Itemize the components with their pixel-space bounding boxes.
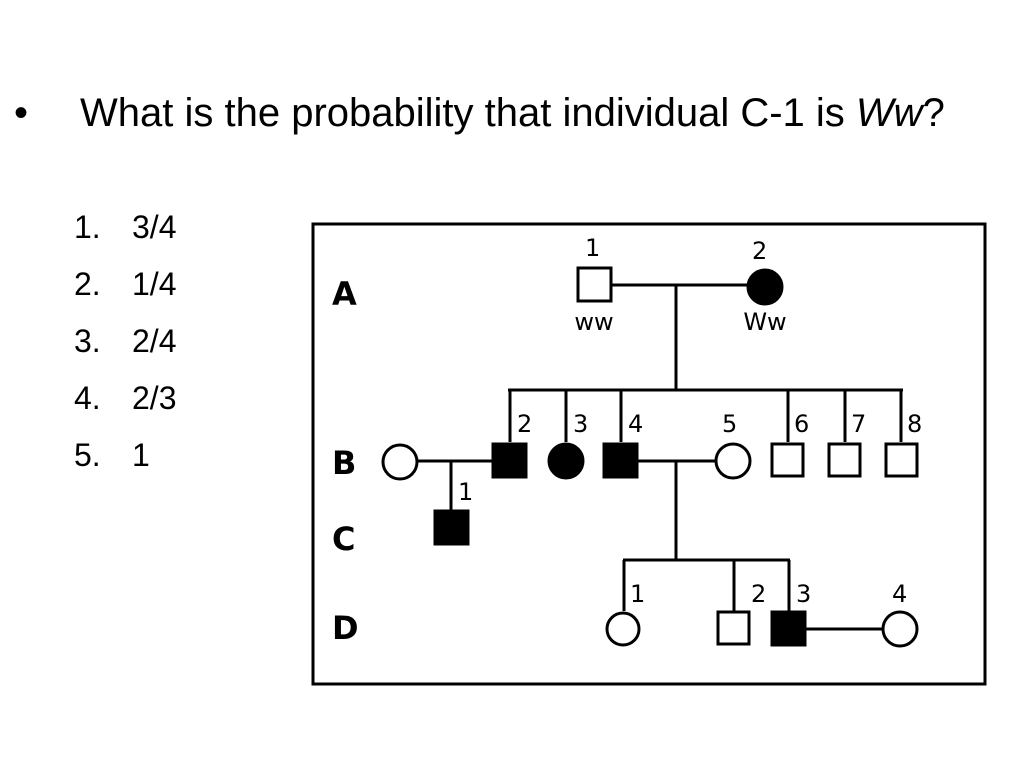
individual-d1 xyxy=(605,611,641,647)
option-text: 1/4 xyxy=(132,266,177,302)
answer-options: 1.3/4 2.1/4 3.2/4 4.2/3 5.1 xyxy=(74,205,176,490)
question-text: What is the probability that individual … xyxy=(80,86,960,140)
individual-number-a2: 2 xyxy=(752,237,767,265)
individual-number-b3: 3 xyxy=(573,410,588,438)
individual-b5 xyxy=(714,442,752,480)
individual-number-b4: 4 xyxy=(628,410,643,438)
individual-b2 xyxy=(491,442,528,479)
individual-d4 xyxy=(881,610,919,648)
option-number: 3. xyxy=(74,323,101,359)
individual-b3 xyxy=(547,442,585,480)
individual-c1 xyxy=(433,509,470,546)
bullet-marker: • xyxy=(14,91,29,135)
pedigree-frame xyxy=(311,222,987,686)
option-number: 1. xyxy=(74,209,101,245)
individual-a1 xyxy=(576,266,613,303)
individual-number-d2: 2 xyxy=(751,580,766,608)
individual-number-d4: 4 xyxy=(892,580,907,608)
generation-label-b: B xyxy=(332,444,356,482)
genotype-label-a2: Ww xyxy=(743,308,786,336)
individual-d3 xyxy=(770,610,807,647)
question-genotype: Ww xyxy=(855,91,923,135)
individual-number-d1: 1 xyxy=(630,580,645,608)
answer-option-3: 3. 2/4 xyxy=(74,319,176,376)
individual-number-b2: 2 xyxy=(517,410,532,438)
option-text: 2/4 xyxy=(132,323,177,359)
generation-label-d: D xyxy=(332,609,359,647)
individual-b4 xyxy=(602,442,639,479)
individual-number-d3: 3 xyxy=(796,580,811,608)
option-number: 4. xyxy=(74,380,101,416)
question-mark: ? xyxy=(922,91,945,135)
answer-option-2: 2. 1/4 xyxy=(74,262,176,319)
individual-number-c1: 1 xyxy=(458,478,473,506)
answer-option-5: 5.1 xyxy=(74,433,176,490)
option-text: 2/3 xyxy=(132,380,177,416)
individual-number-b5: 5 xyxy=(722,410,737,438)
individual-b8 xyxy=(884,442,919,478)
generation-label-c: C xyxy=(332,520,355,558)
option-number: 2. xyxy=(74,266,101,302)
individual-number-b7: 7 xyxy=(851,410,866,438)
option-text: 1 xyxy=(132,437,150,473)
option-number: 5. xyxy=(74,437,101,473)
individual-number-b6: 6 xyxy=(794,410,809,438)
individual-d2 xyxy=(716,610,751,646)
answer-option-4: 4. 2/3 xyxy=(74,376,176,433)
answer-option-1: 1. 3/4 xyxy=(74,205,176,262)
individual-number-a1: 1 xyxy=(585,234,600,262)
genotype-label-a1: ww xyxy=(574,308,613,336)
individual-a2 xyxy=(746,268,784,306)
individual-b6 xyxy=(770,442,805,478)
individual-b1 xyxy=(381,443,419,481)
individual-number-b8: 8 xyxy=(907,410,922,438)
option-text: 3/4 xyxy=(132,209,177,245)
pedigree-lines xyxy=(418,283,903,631)
individual-b7 xyxy=(827,442,862,478)
question-main: What is the probability that individual … xyxy=(80,91,856,135)
generation-label-a: A xyxy=(332,275,357,313)
